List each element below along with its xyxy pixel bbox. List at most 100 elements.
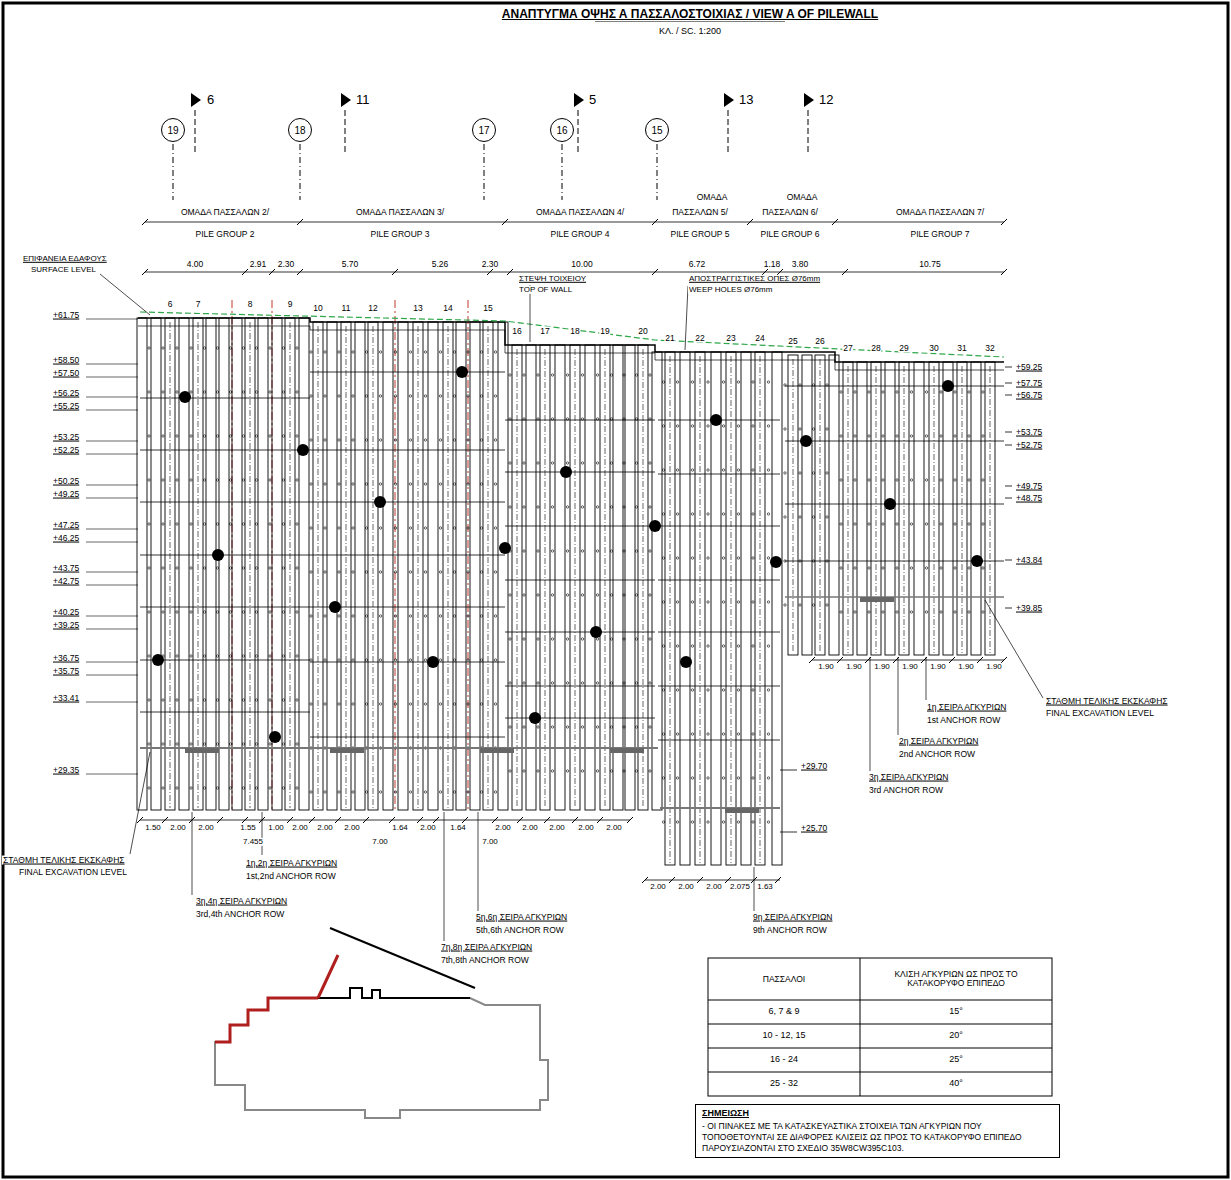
- ground-anchor: [269, 731, 281, 743]
- weep-hole: [324, 615, 326, 617]
- waler-beam: [505, 632, 655, 633]
- final-excavation-line: [660, 807, 780, 809]
- weep-hole: [162, 347, 164, 349]
- waler-beam: [658, 474, 780, 475]
- callout-text: ΣΤΕΨΗ ΤΟΙΧΕΙΟΥ: [518, 275, 587, 283]
- waler-beam: [658, 632, 780, 633]
- weep-hole: [752, 733, 754, 735]
- weep-hole: [854, 479, 856, 481]
- weep-hole: [324, 571, 326, 573]
- pile: [512, 345, 522, 810]
- leader-line: [130, 752, 150, 854]
- pile: [695, 352, 705, 865]
- section-marker: [191, 93, 201, 107]
- weep-hole: [610, 594, 612, 596]
- weep-hole: [840, 611, 842, 613]
- weep-hole: [480, 483, 482, 485]
- waler-beam: [140, 607, 310, 608]
- weep-hole: [379, 615, 381, 617]
- elevation-label: +40.25: [52, 608, 80, 617]
- elevation-label: +25.70: [800, 824, 828, 833]
- weep-hole: [338, 527, 340, 529]
- weep-hole: [737, 557, 739, 559]
- weep-hole: [162, 567, 164, 569]
- pile-centerline: [250, 322, 251, 808]
- weep-hole: [509, 462, 511, 464]
- weep-hole: [799, 428, 801, 430]
- weep-hole: [784, 516, 786, 518]
- weep-hole: [216, 743, 218, 745]
- weep-hole: [453, 571, 455, 573]
- key-plan-view-a: [318, 955, 338, 998]
- weep-hole: [424, 351, 426, 353]
- weep-hole: [799, 472, 801, 474]
- weep-hole: [229, 567, 231, 569]
- weep-hole: [581, 506, 583, 508]
- weep-hole: [910, 479, 912, 481]
- weep-hole: [229, 391, 231, 393]
- dimension-text: 6.72: [688, 260, 707, 269]
- weep-hole: [826, 604, 828, 606]
- weep-hole: [523, 594, 525, 596]
- weep-hole: [662, 821, 664, 823]
- weep-hole: [203, 743, 205, 745]
- weep-hole: [282, 347, 284, 349]
- callout-text: 1st ANCHOR ROW: [926, 716, 1001, 725]
- weep-hole: [523, 374, 525, 376]
- ground-anchor: [529, 712, 541, 724]
- weep-hole: [216, 611, 218, 613]
- weep-hole: [623, 726, 625, 728]
- callout-text: 3η,4η ΣΕΙΡΑ ΑΓΚΥΡΙΩΝ: [195, 897, 288, 906]
- weep-hole: [176, 743, 178, 745]
- callout-text: TOP OF WALL: [518, 286, 573, 294]
- section-line: [808, 110, 809, 155]
- weep-hole: [229, 699, 231, 701]
- pile: [726, 352, 736, 865]
- weep-hole: [162, 523, 164, 525]
- weep-hole: [581, 462, 583, 464]
- pile: [971, 362, 981, 655]
- weep-hole: [982, 523, 984, 525]
- callout-text: 3rd,4th ANCHOR ROW: [195, 910, 285, 919]
- weep-hole: [896, 611, 898, 613]
- weep-hole: [799, 516, 801, 518]
- dimension-tick: [837, 657, 843, 663]
- pile: [914, 362, 924, 655]
- pile: [165, 318, 175, 810]
- weep-hole: [854, 567, 856, 569]
- weep-hole: [203, 523, 205, 525]
- weep-hole: [190, 655, 192, 657]
- elevation-label: +49.25: [52, 490, 80, 499]
- table-rule: [860, 958, 861, 1096]
- weep-hole: [242, 435, 244, 437]
- weep-hole: [826, 516, 828, 518]
- elevation-leader: [780, 832, 797, 833]
- weep-hole: [379, 351, 381, 353]
- weep-hole: [310, 703, 312, 705]
- waler-beam: [140, 502, 310, 503]
- callout-text: 1η,2η ΣΕΙΡΑ ΑΓΚΥΡΙΩΝ: [245, 859, 338, 868]
- weep-hole: [737, 689, 739, 691]
- weep-hole: [269, 743, 271, 745]
- pile-number: 24: [754, 334, 765, 343]
- weep-hole: [453, 351, 455, 353]
- weep-hole: [162, 611, 164, 613]
- callout-text: 5th,6th ANCHOR ROW: [475, 926, 565, 935]
- weep-hole: [784, 472, 786, 474]
- weep-hole: [148, 743, 150, 745]
- weep-hole: [882, 567, 884, 569]
- weep-hole: [954, 523, 956, 525]
- weep-hole: [242, 347, 244, 349]
- elevation-leader: [86, 410, 138, 411]
- weep-hole: [216, 567, 218, 569]
- dimension-text: 1.90: [845, 663, 863, 671]
- weep-hole: [737, 513, 739, 515]
- weep-hole: [269, 347, 271, 349]
- weep-hole: [352, 351, 354, 353]
- pile-centerline: [670, 356, 671, 863]
- table-cell: 40°: [948, 1079, 964, 1088]
- weep-hole: [190, 479, 192, 481]
- weep-hole: [722, 821, 724, 823]
- weep-hole: [310, 615, 312, 617]
- weep-hole: [868, 479, 870, 481]
